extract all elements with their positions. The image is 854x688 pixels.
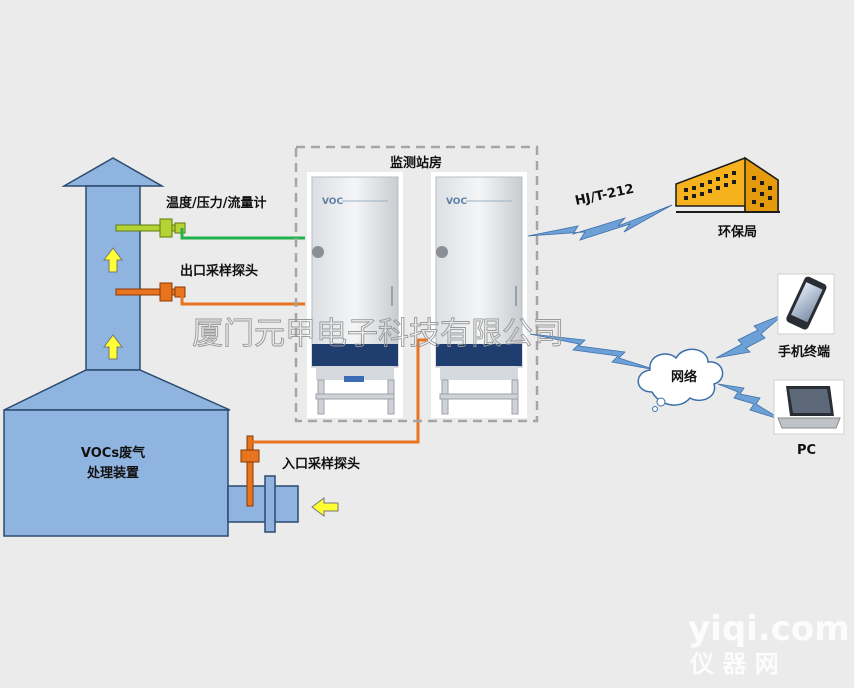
fan-vent-icon — [436, 246, 448, 258]
station-label: 监测站房 — [390, 155, 442, 171]
flow-arrow-up-icon — [103, 334, 123, 360]
lightning-to-phone-icon — [715, 313, 785, 359]
flow-arrow-left-icon — [311, 497, 339, 517]
network-label: 网络 — [671, 369, 697, 385]
lightning-to-epb-icon — [527, 204, 673, 241]
pc-label: PC — [797, 443, 816, 458]
monitoring-station: 监测站房 VOC VOC — [294, 145, 539, 423]
analyzer-cabinet-left: VOC — [307, 172, 403, 418]
temp-meter-body — [159, 218, 173, 238]
flow-arrow-up-icon — [103, 247, 123, 273]
network-cloud-icon — [637, 348, 724, 412]
inlet-flange — [264, 475, 276, 533]
exhaust-stack: VOCs废气 处理装置 — [3, 157, 339, 537]
temp-meter-cap — [174, 222, 186, 234]
outlet-probe-label: 出口采样探头 — [180, 263, 258, 279]
analyzer-cabinet-right: VOC — [431, 172, 527, 418]
site-watermark: yiqi.com — [688, 609, 850, 649]
outlet-probe-body — [159, 282, 173, 302]
lines — [180, 228, 428, 444]
pc-laptop-icon — [773, 379, 845, 435]
stack-arrow-head — [61, 157, 165, 187]
inlet-probe-rod — [246, 435, 254, 507]
company-watermark: 厦门元甲电子科技有限公司 — [192, 316, 564, 352]
cabinet-brand-left: VOC — [322, 197, 343, 207]
voc-unit-label-line2: 处理装置 — [86, 465, 139, 481]
voc-unit-label-line1: VOCs废气 — [81, 445, 145, 461]
epb-label: 环保局 — [718, 224, 757, 240]
protocol-label: HJ/T-212 — [574, 182, 636, 209]
temp-meter-label: 温度/压力/流量计 — [166, 195, 267, 211]
cabinet-brand-right: VOC — [446, 197, 467, 207]
inlet-duct — [227, 485, 299, 523]
outlet-sample-line — [180, 292, 305, 306]
phone-icon — [777, 273, 835, 335]
lightning-to-pc-icon — [717, 383, 783, 421]
wireless-links — [527, 204, 785, 421]
epb-building-icon — [675, 156, 780, 213]
site-watermark-sub: 仪 器 网 — [689, 650, 779, 678]
outlet-probe-cap — [174, 286, 186, 298]
green-signal-line — [180, 228, 305, 240]
inlet-probe-label: 入口采样探头 — [282, 456, 360, 472]
phone-label: 手机终端 — [778, 344, 830, 360]
inlet-probe-body — [240, 449, 260, 463]
fan-vent-icon — [312, 246, 324, 258]
station-dashed-border — [294, 145, 539, 423]
voc-treatment-unit — [3, 409, 229, 537]
inlet-sample-line — [248, 338, 428, 444]
stack-hood — [3, 369, 231, 411]
